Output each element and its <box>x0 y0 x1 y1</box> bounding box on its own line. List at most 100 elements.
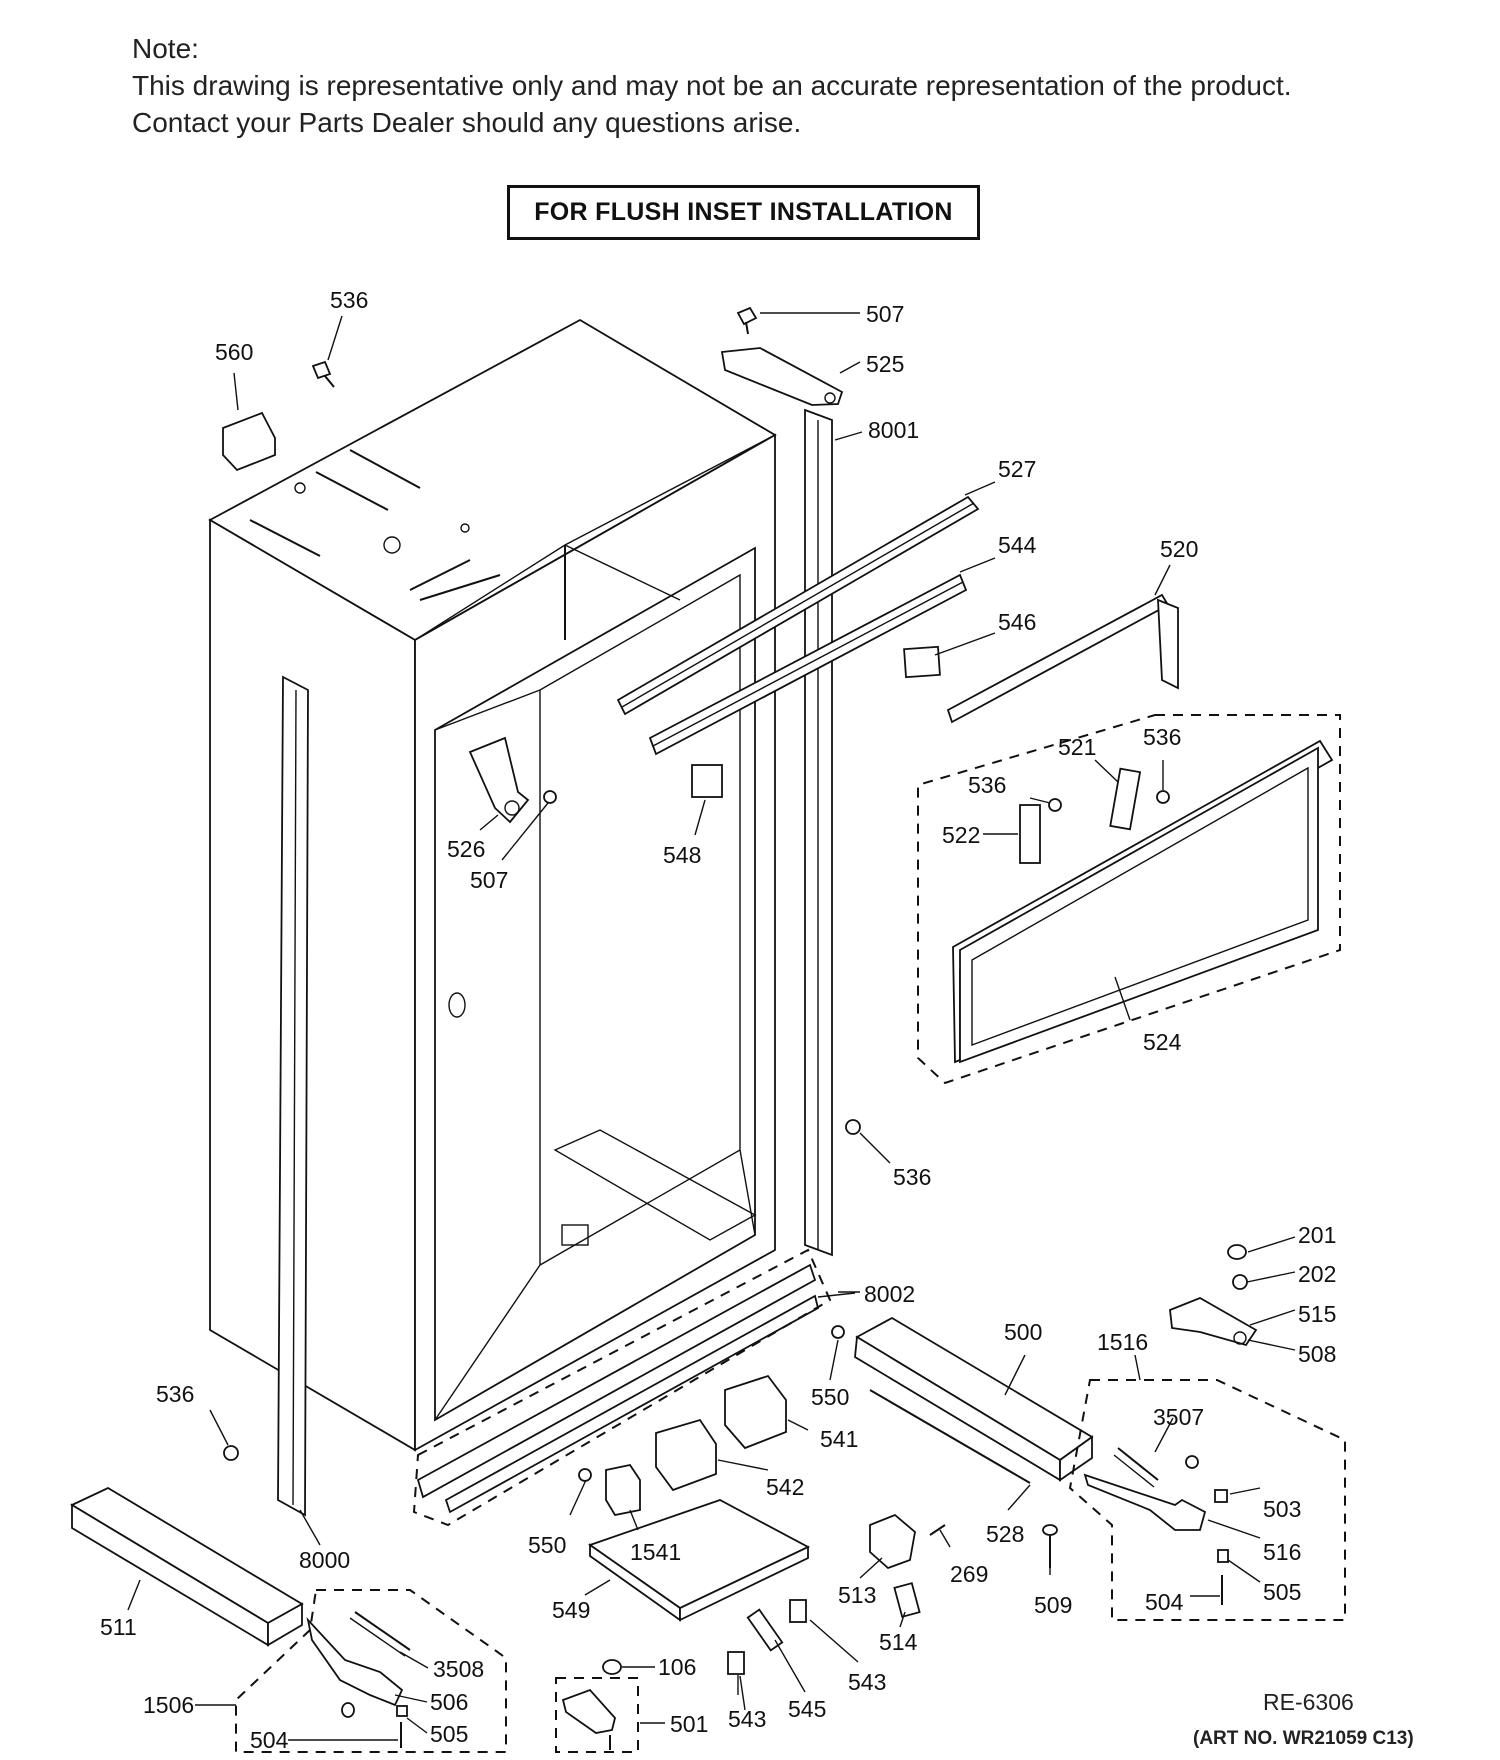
label-202: 202 <box>1298 1261 1336 1287</box>
hinge-group-1506-outline <box>235 1589 507 1753</box>
label-536-top: 536 <box>330 287 368 313</box>
label-524: 524 <box>1143 1029 1182 1055</box>
label-548: 548 <box>663 842 701 868</box>
label-269: 269 <box>950 1561 988 1587</box>
label-3507: 3507 <box>1153 1404 1204 1430</box>
label-1541: 1541 <box>630 1539 681 1565</box>
screw-536-door-b <box>1156 790 1170 804</box>
label-500: 500 <box>1004 1319 1042 1345</box>
label-526: 526 <box>447 836 485 862</box>
label-504-left: 504 <box>250 1727 289 1753</box>
label-536-door-left: 536 <box>968 772 1006 798</box>
label-528: 528 <box>986 1521 1024 1547</box>
label-511: 511 <box>100 1614 137 1640</box>
label-503: 503 <box>1263 1496 1301 1522</box>
screw-507-middle <box>543 790 557 804</box>
leader-lines <box>127 312 1296 1741</box>
label-520: 520 <box>1160 536 1198 562</box>
label-527: 527 <box>998 456 1036 482</box>
hinge-501 <box>561 1688 616 1734</box>
bolt-1506-group <box>341 1702 355 1718</box>
door-group-outline <box>917 714 1341 1085</box>
part-labels: 536 560 507 525 8001 527 544 520 546 521… <box>100 287 1336 1753</box>
label-550-right: 550 <box>811 1384 849 1410</box>
screw-536-right <box>845 1119 861 1135</box>
kickplate-outline <box>412 1248 832 1527</box>
bolt-509 <box>1042 1524 1058 1568</box>
label-8001: 8001 <box>868 417 919 443</box>
part-542 <box>655 1418 717 1492</box>
support-520 <box>946 593 1170 724</box>
label-8002: 8002 <box>864 1281 915 1307</box>
screw-550-b <box>578 1468 592 1482</box>
label-201: 201 <box>1298 1222 1336 1248</box>
bushing-505-right <box>1217 1549 1229 1563</box>
hinge-group-1516-outline <box>1068 1379 1346 1621</box>
label-521: 521 <box>1058 734 1096 760</box>
label-549: 549 <box>552 1597 590 1623</box>
label-536-bottom-left: 536 <box>156 1381 194 1407</box>
spring-3507 <box>1113 1447 1159 1488</box>
diagram-title-text: FOR FLUSH INSET INSTALLATION <box>534 198 953 226</box>
screw-3507-small <box>1185 1455 1199 1469</box>
label-505-left: 505 <box>430 1721 468 1747</box>
label-501: 501 <box>670 1711 708 1737</box>
housing-500 <box>855 1316 1094 1462</box>
label-1506: 1506 <box>143 1692 194 1718</box>
cabinet-case <box>208 318 777 1452</box>
label-3508: 3508 <box>433 1656 484 1682</box>
label-536-door-right: 536 <box>1143 724 1181 750</box>
label-508: 508 <box>1298 1341 1336 1367</box>
disclaimer-note: Note: This drawing is representative onl… <box>132 30 1292 141</box>
screw-269 <box>929 1524 946 1536</box>
label-513: 513 <box>838 1582 876 1608</box>
part-1541 <box>605 1463 641 1517</box>
screw-507-top <box>736 306 758 335</box>
note-line-1: This drawing is representative only and … <box>132 70 1292 101</box>
bracket-560 <box>222 411 276 472</box>
hinge-506 <box>306 1617 404 1707</box>
label-525: 525 <box>866 351 904 377</box>
label-541: 541 <box>820 1426 858 1452</box>
label-106: 106 <box>658 1654 696 1680</box>
label-545: 545 <box>788 1696 826 1722</box>
tray-549 <box>588 1499 810 1610</box>
label-8000: 8000 <box>299 1547 350 1573</box>
label-504-right: 504 <box>1145 1589 1184 1615</box>
label-543-right: 543 <box>848 1669 886 1695</box>
part-541 <box>724 1374 787 1450</box>
label-509: 509 <box>1034 1592 1072 1618</box>
bushing-503 <box>1214 1489 1228 1503</box>
label-546: 546 <box>998 609 1036 635</box>
label-522: 522 <box>942 822 980 848</box>
screw-536-bottom-left <box>223 1445 239 1461</box>
label-550-left: 550 <box>528 1532 566 1558</box>
label-544: 544 <box>998 532 1037 558</box>
screw-550-a <box>831 1325 845 1339</box>
label-542: 542 <box>766 1474 804 1500</box>
label-536-right: 536 <box>893 1164 931 1190</box>
clip-543-right <box>789 1599 807 1623</box>
hinge-bracket-525 <box>720 347 844 406</box>
bushing-106 <box>602 1659 622 1675</box>
diagram-title: FOR FLUSH INSET INSTALLATION <box>507 185 980 240</box>
label-516: 516 <box>1263 1539 1301 1565</box>
note-heading: Note: <box>132 33 199 64</box>
rod-528 <box>869 1389 1031 1484</box>
label-543-left: 543 <box>728 1706 766 1732</box>
cap-201 <box>1227 1244 1247 1260</box>
label-507-middle: 507 <box>470 867 508 893</box>
hinge-group-501-outline <box>555 1677 639 1753</box>
screw-536-door-a <box>1048 798 1062 812</box>
hinge-515 <box>1169 1297 1258 1347</box>
note-line-2: Contact your Parts Dealer should any que… <box>132 107 802 138</box>
clip-543-left <box>727 1651 745 1675</box>
screw-536-top <box>311 360 335 388</box>
bracket-521 <box>1109 767 1142 831</box>
bracket-548 <box>691 764 723 798</box>
trim-8000 <box>277 675 309 1517</box>
label-514: 514 <box>879 1629 918 1655</box>
label-515: 515 <box>1298 1301 1336 1327</box>
part-513 <box>869 1513 916 1570</box>
